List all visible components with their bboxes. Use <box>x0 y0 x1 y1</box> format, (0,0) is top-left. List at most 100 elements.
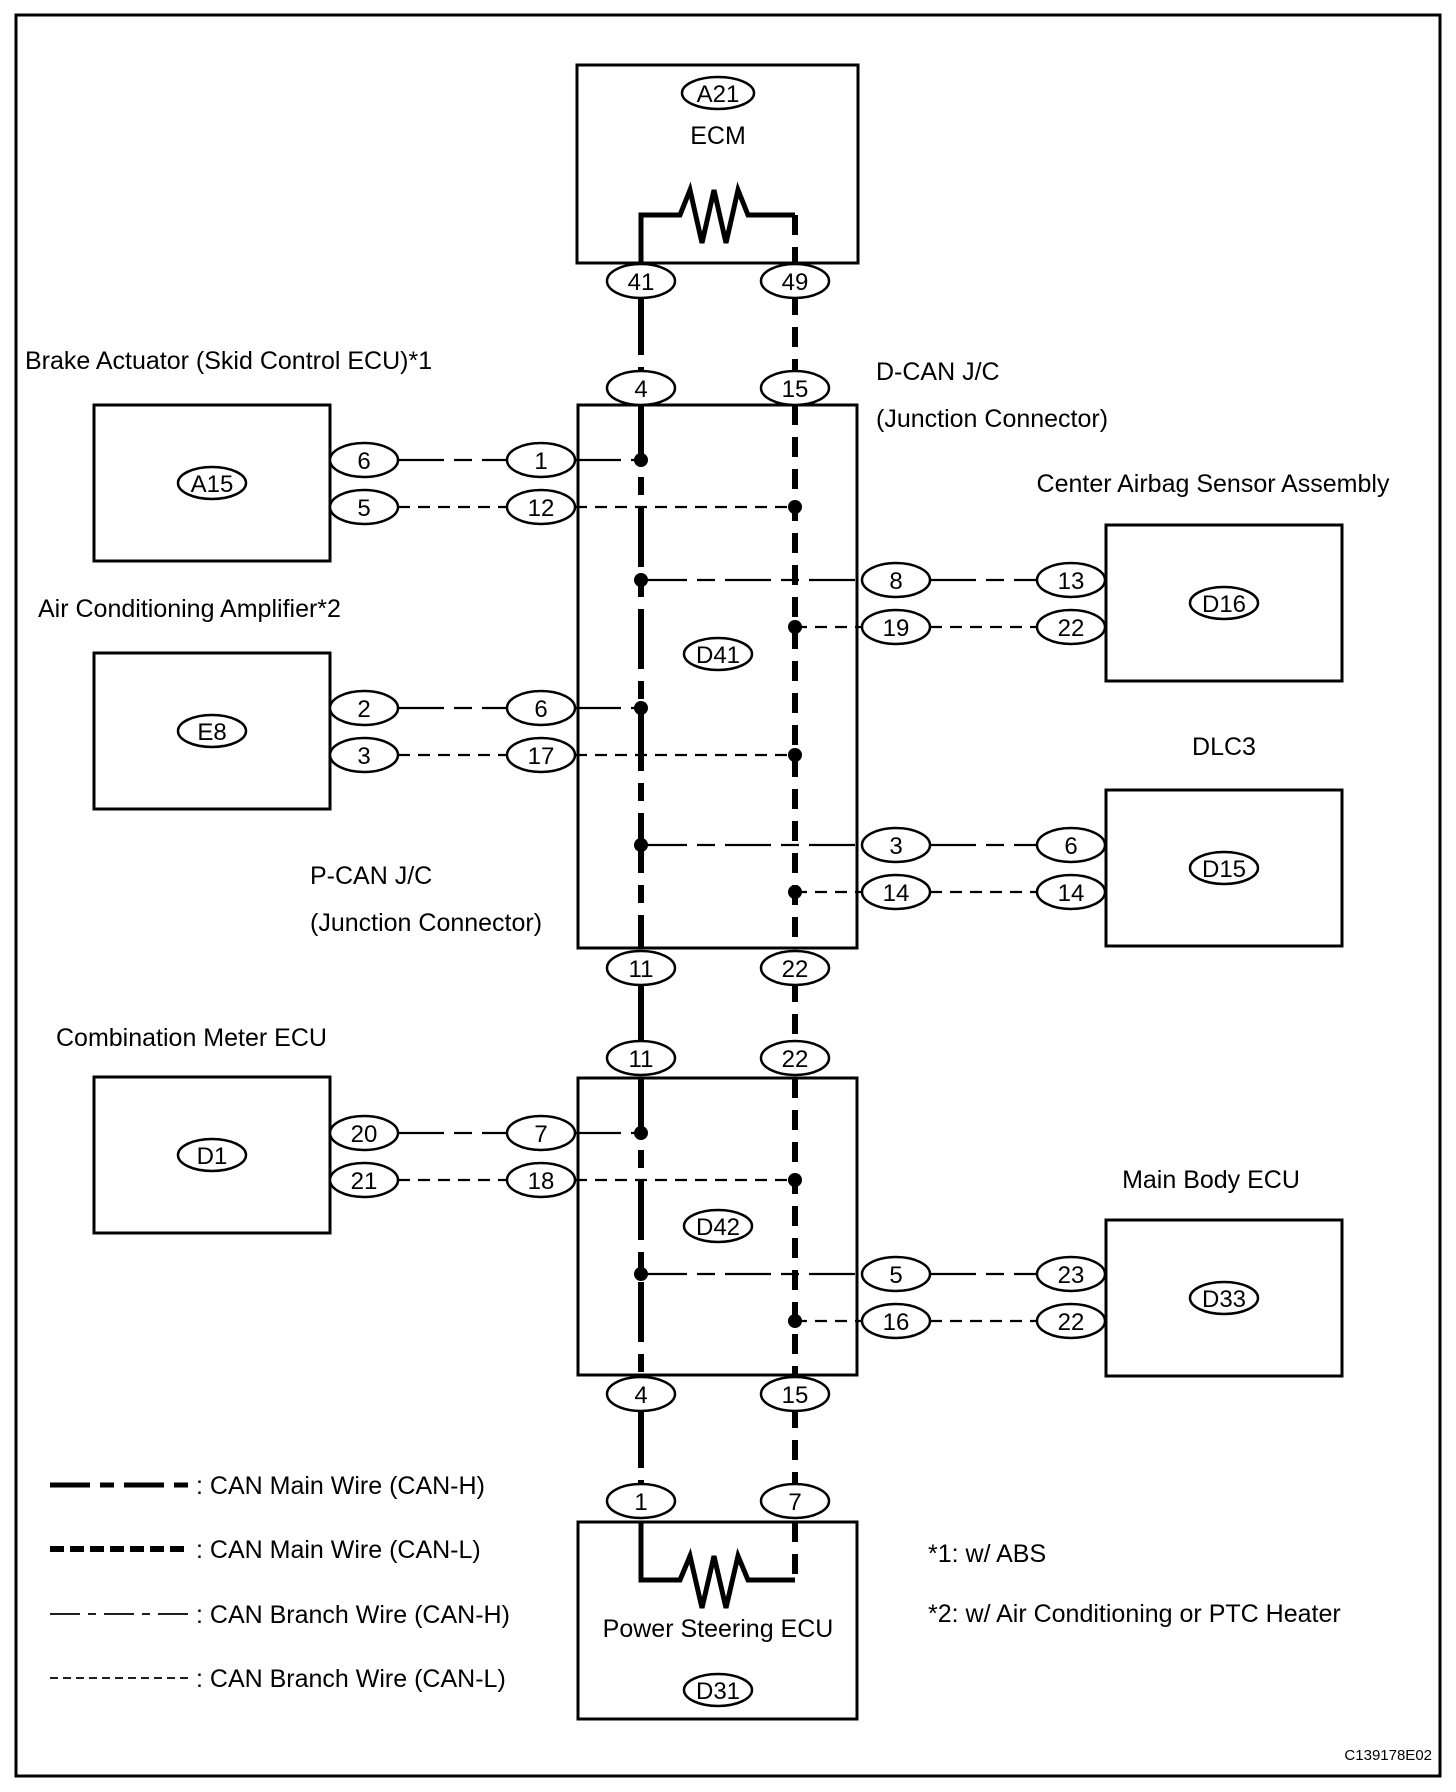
jc-pin-can-l-oval <box>860 1302 932 1340</box>
device-pin-can-h-oval <box>1035 1255 1107 1293</box>
splice-dot <box>788 620 802 634</box>
d41-connector-id: D41 <box>696 642 740 669</box>
jc-pin-can-l: 17 <box>528 743 555 770</box>
ecm-pin-can-l-oval <box>759 262 831 300</box>
power-steering-name: Power Steering ECU <box>603 1615 834 1643</box>
jc-pin-can-l-oval <box>860 873 932 911</box>
device-pin-can-l: 3 <box>357 743 370 770</box>
device-pin-can-l-oval <box>1035 873 1107 911</box>
power-steering-connector-id: D31 <box>696 1678 740 1705</box>
p-can-jc-title: P-CAN J/C <box>310 862 432 890</box>
d42-bottom-pin-can-l-oval <box>759 1375 831 1413</box>
splice-dot <box>788 500 802 514</box>
power-steering-ecu-module: 1 7 Power Steering ECU D31 <box>576 1482 859 1721</box>
device-connector-id: D33 <box>1202 1286 1246 1313</box>
device-pin-can-l: 22 <box>1058 1309 1085 1336</box>
ecm-pin-can-l: 49 <box>782 269 809 296</box>
jc-pin-can-l-oval <box>505 736 577 774</box>
ecm-pins: 41 49 <box>605 262 831 300</box>
splice-dot <box>788 885 802 899</box>
device-name: Brake Actuator (Skid Control ECU)*1 <box>25 347 432 375</box>
d41-box <box>576 403 859 950</box>
d-can-jc-subtitle: (Junction Connector) <box>876 405 1108 433</box>
jc-pin-can-h-oval <box>860 1255 932 1293</box>
device-name: Main Body ECU <box>1122 1166 1300 1194</box>
device-pin-can-h: 13 <box>1058 568 1085 595</box>
device-pin-can-h-oval <box>328 441 400 479</box>
power-steering-termination-resistor-icon <box>638 1522 795 1609</box>
jc-pin-can-h: 3 <box>889 833 902 860</box>
device-pin-can-h-oval <box>328 689 400 727</box>
device-connector-id: A15 <box>191 471 234 498</box>
main-bus-lines <box>638 295 798 1487</box>
d41-top-pin-can-h-oval <box>605 369 677 407</box>
device-pin-can-h-oval <box>328 1114 400 1152</box>
diagram-frame <box>14 13 1442 1778</box>
device-connector-oval <box>1188 1280 1260 1316</box>
p-can-jc-subtitle: (Junction Connector) <box>310 909 542 937</box>
ecm-connector-oval <box>680 75 756 111</box>
ecm-connector-id: A21 <box>697 81 740 108</box>
device-pin-can-h: 2 <box>357 696 370 723</box>
device-pin-can-l: 5 <box>357 495 370 522</box>
d41-top-pin-can-l-oval <box>759 369 831 407</box>
device-pin-can-h: 6 <box>357 448 370 475</box>
legend: : CAN Main Wire (CAN-H) : CAN Main Wire … <box>50 1472 510 1693</box>
d42-top-pin-can-l-oval <box>759 1039 831 1077</box>
device-connector-oval <box>176 713 248 749</box>
jc-pin-can-h-oval <box>860 561 932 599</box>
ps-pin-can-l: 7 <box>788 1489 801 1516</box>
device-name: Combination Meter ECU <box>56 1024 327 1052</box>
jc-pin-can-l: 18 <box>528 1168 555 1195</box>
d42-top-pin-can-h-oval <box>605 1039 677 1077</box>
legend-label-main-l: : CAN Main Wire (CAN-L) <box>196 1536 481 1564</box>
device-name: DLC3 <box>1192 733 1256 761</box>
jc-pin-can-h-oval <box>860 826 932 864</box>
device-connector-id: D16 <box>1202 591 1246 618</box>
jc-pin-can-h: 7 <box>534 1121 547 1148</box>
power-steering-box <box>576 1520 859 1721</box>
ecm-module: A21 ECM <box>575 63 860 265</box>
device-pin-can-l: 22 <box>1058 615 1085 642</box>
jc-pin-can-l-oval <box>860 608 932 646</box>
d42-connector-id: D42 <box>696 1214 740 1241</box>
jc-pin-can-h: 1 <box>534 448 547 475</box>
d-can-jc-title: D-CAN J/C <box>876 358 1000 386</box>
device-pin-can-h: 23 <box>1058 1262 1085 1289</box>
ps-pin-can-h: 1 <box>634 1489 647 1516</box>
legend-label-branch-l: : CAN Branch Wire (CAN-L) <box>196 1665 506 1693</box>
power-steering-connector-oval <box>682 1672 754 1708</box>
device-pin-can-l: 14 <box>1058 880 1085 907</box>
d41-bottom-pin-can-l: 22 <box>782 956 809 983</box>
splice-dot <box>788 1173 802 1187</box>
note-2: *2: w/ Air Conditioning or PTC Heater <box>928 1600 1341 1628</box>
ecm-pin-can-h-oval <box>605 262 677 300</box>
jc-pin-can-h-oval <box>505 689 577 727</box>
figure-code: C139178E02 <box>1344 1747 1432 1764</box>
device-pin-can-l: 21 <box>351 1168 378 1195</box>
jc-pin-can-h-oval <box>505 441 577 479</box>
device-pin-can-h: 20 <box>351 1121 378 1148</box>
note-1: *1: w/ ABS <box>928 1540 1046 1568</box>
device-pin-can-l-oval <box>1035 1302 1107 1340</box>
device-connector-oval <box>176 465 248 501</box>
device-connector-oval <box>176 1137 248 1173</box>
splice-dot <box>634 453 648 467</box>
d41-bottom-pin-can-h-oval <box>605 949 677 987</box>
d42-top-pin-can-h: 11 <box>629 1046 654 1073</box>
jc-pin-can-l: 16 <box>883 1309 910 1336</box>
splice-dot <box>634 1267 648 1281</box>
jc-pin-can-h: 8 <box>889 568 902 595</box>
d42-connector-oval <box>682 1208 754 1244</box>
d42-bottom-pin-can-h-oval <box>605 1375 677 1413</box>
ps-pin-can-h-oval <box>605 1482 677 1520</box>
jc-pin-can-l: 12 <box>528 495 555 522</box>
d41-connector-oval <box>682 636 754 672</box>
device-pin-can-h-oval <box>1035 561 1107 599</box>
device-pin-can-h-oval <box>1035 826 1107 864</box>
